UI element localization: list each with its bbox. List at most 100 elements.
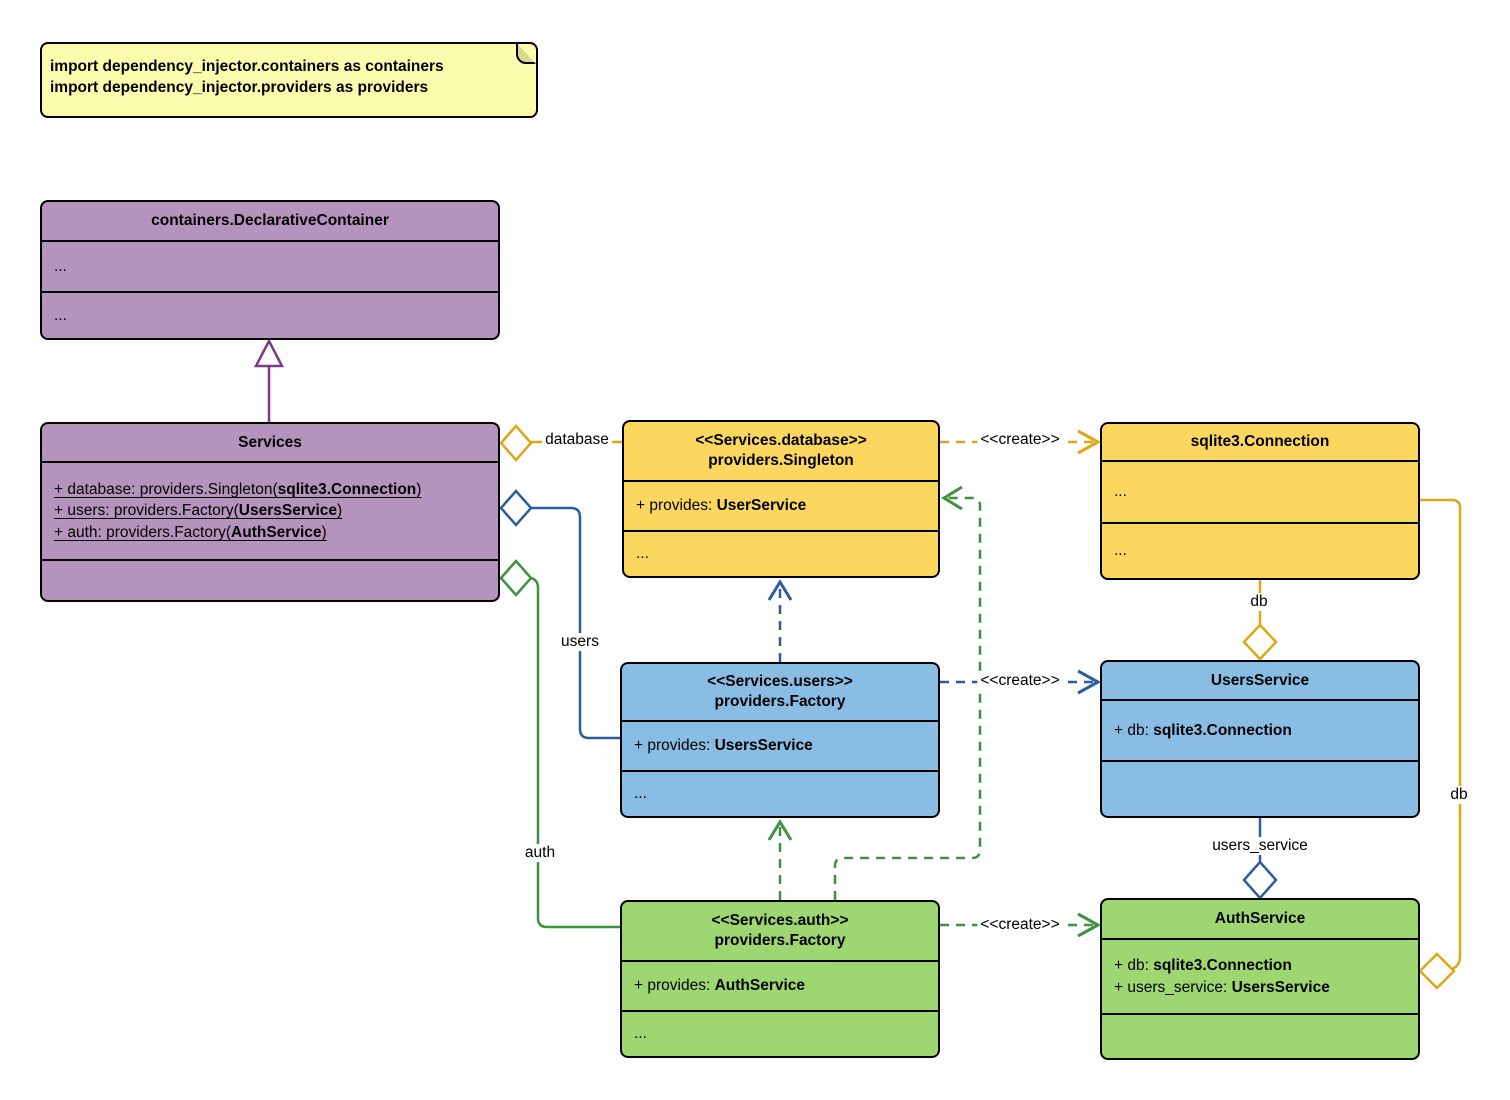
attribute-provides: + provides: UsersService [634,735,938,757]
attr-type: UserService [716,497,807,515]
edge-label-users-service: users_service [1209,837,1311,855]
create-arrowhead-database-icon [1077,429,1102,455]
ellipsis-text: ... [636,545,649,562]
aggregation-diamond-db-usersservice-icon [1242,623,1278,661]
note-line-2: import dependency_injector.providers as … [50,79,429,96]
note-fold-icon [516,42,538,64]
edge-label-database: database [542,431,612,449]
attr-text: + users_service: [1114,978,1232,996]
class-title: containers.DeclarativeContainer [151,212,389,229]
attr-type: UsersService [238,502,338,520]
attribute-database: + database: providers.Singleton(sqlite3.… [54,479,498,501]
attr-text: + provides: [634,977,715,995]
class-title: AuthService [1214,910,1306,927]
class-name: providers.Factory [714,932,846,949]
attribute-provides: + provides: AuthService [634,975,938,997]
class-section: ... [622,770,938,816]
edge-label-create-users: <<create>> [977,672,1063,690]
class-attributes: + db: sqlite3.Connection [1102,699,1418,760]
class-section-empty [1102,760,1418,816]
attr-type: sqlite3.Connection [1153,957,1292,974]
attr-type: UsersService [714,737,813,755]
class-sqlite3-connection: sqlite3.Connection ... ... [1100,422,1420,580]
attr-text: + provides: [634,737,715,755]
edge-label-users: users [558,633,602,651]
dependency-arrowhead-singleton-provides-icon [941,485,963,511]
attr-text: + database: providers.Singleton( [54,480,278,498]
dependency-arrowhead-singleton-icon [767,579,793,601]
attr-type: sqlite3.Connection [277,480,417,498]
attribute-users-service: + users_service: UsersService [1114,977,1418,999]
class-section: ... [622,1010,938,1056]
class-attributes: + provides: UsersService [622,720,938,770]
class-section: ... [42,291,498,338]
class-section-empty [42,559,498,600]
class-name: providers.Factory [714,693,846,710]
attr-text: + auth: providers.Factory( [54,523,232,541]
class-title: <<Services.auth>> providers.Factory [622,902,938,960]
edge-db-authservice [1420,498,1462,971]
stereotype: <<Services.database>> [695,432,867,449]
uml-note: import dependency_injector.containers as… [40,42,538,118]
class-attributes: + provides: AuthService [622,960,938,1010]
edge-label-db-top: db [1247,593,1271,611]
ellipsis-text: ... [634,785,647,802]
attr-text: + users: providers.Factory( [54,502,239,520]
ellipsis-text: ... [634,1025,647,1042]
attribute-db: + db: sqlite3.Connection [1114,720,1418,742]
create-arrowhead-users-icon [1077,669,1102,695]
class-attributes: + provides: UserService [624,480,938,530]
attribute-provides: + provides: UserService [636,495,938,517]
edge-label-db-right: db [1447,786,1471,804]
provider-factory-auth: <<Services.auth>> providers.Factory + pr… [620,900,940,1058]
note-line-1: import dependency_injector.containers as… [50,58,444,75]
class-attributes: + database: providers.Singleton(sqlite3.… [42,461,498,559]
create-arrowhead-auth-icon [1077,912,1102,938]
class-title: sqlite3.Connection [1190,433,1330,450]
aggregation-diamond-users-icon [499,489,533,527]
aggregation-diamond-usersservice-icon [1242,860,1278,900]
class-auth-service: AuthService + db: sqlite3.Connection + u… [1100,898,1420,1060]
ellipsis-text: ... [54,306,67,324]
class-section: ... [1102,460,1418,522]
attribute-auth: + auth: providers.Factory(AuthService) [54,522,498,544]
attr-text: + provides: [636,497,717,515]
aggregation-diamond-database-icon [499,424,533,462]
aggregation-diamond-auth-icon [499,559,533,597]
attr-type: UsersService [1231,978,1330,996]
class-attributes: + db: sqlite3.Connection + users_service… [1102,938,1418,1013]
class-section: ... [624,530,938,576]
attr-type: AuthService [231,523,322,541]
ellipsis-text: ... [54,257,67,275]
ellipsis-text: ... [1114,542,1127,559]
class-title: <<Services.database>> providers.Singleto… [624,422,938,480]
attr-type: AuthService [714,977,806,995]
edge-users [531,506,620,740]
edge-label-create-auth: <<create>> [977,916,1063,934]
attr-text: ) [337,502,343,520]
attr-text: + db: [1114,721,1154,739]
class-services: Services + database: providers.Singleton… [40,422,500,602]
edge-label-create-database: <<create>> [977,431,1063,449]
aggregation-diamond-db-authservice-icon [1418,952,1456,990]
attribute-db: + db: sqlite3.Connection [1114,955,1418,977]
attr-type: sqlite3.Connection [1153,721,1292,739]
attr-text: ) [416,480,422,498]
class-section: ... [42,240,498,291]
class-title: <<Services.users>> providers.Factory [622,664,938,720]
stereotype: <<Services.users>> [707,673,853,690]
inheritance-triangle-icon [253,338,285,368]
class-users-service: UsersService + db: sqlite3.Connection [1100,660,1420,818]
provider-factory-users: <<Services.users>> providers.Factory + p… [620,662,940,818]
edge-auth [530,576,620,929]
provider-singleton-database: <<Services.database>> providers.Singleto… [622,420,940,578]
attr-text: ) [321,523,327,541]
attr-text: + db: [1114,957,1154,974]
class-title: UsersService [1210,671,1310,689]
attribute-users: + users: providers.Factory(UsersService) [54,500,498,522]
stereotype: <<Services.auth>> [711,912,849,929]
class-title: Services [238,433,302,451]
edge-label-auth: auth [521,844,559,862]
class-declarative-container: containers.DeclarativeContainer ... ... [40,200,500,340]
